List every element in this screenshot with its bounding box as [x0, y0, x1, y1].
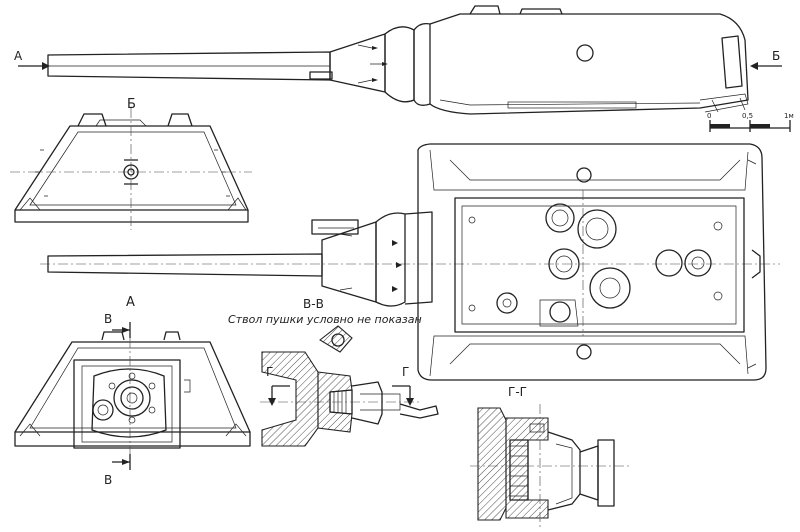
scale-half: 0,5	[742, 112, 754, 120]
view-a-title: А	[126, 295, 135, 310]
section-v-v	[260, 325, 439, 447]
view-a-arrow-label: А	[14, 49, 23, 63]
section-g-g	[470, 404, 630, 528]
top-view	[40, 143, 780, 381]
rear-view-b	[10, 108, 252, 230]
cut-g-left-label: Г	[266, 365, 274, 379]
scale-bar	[709, 120, 791, 132]
scale-zero: 0	[707, 112, 712, 120]
front-view-a	[14, 322, 251, 470]
side-view	[18, 5, 782, 115]
view-b-arrow-label: Б	[772, 49, 781, 63]
cut-g-right-label: Г	[402, 365, 410, 379]
cut-v-top-label: В	[104, 312, 113, 326]
section-vv-note: Ствол пушки условно не показан	[228, 313, 422, 326]
scale-one: 1м	[784, 112, 794, 120]
cut-v-bottom-label: В	[104, 473, 113, 487]
view-b-title: Б	[127, 97, 136, 112]
section-vv-title: В-В	[303, 297, 324, 311]
section-gg-title: Г-Г	[508, 385, 527, 399]
